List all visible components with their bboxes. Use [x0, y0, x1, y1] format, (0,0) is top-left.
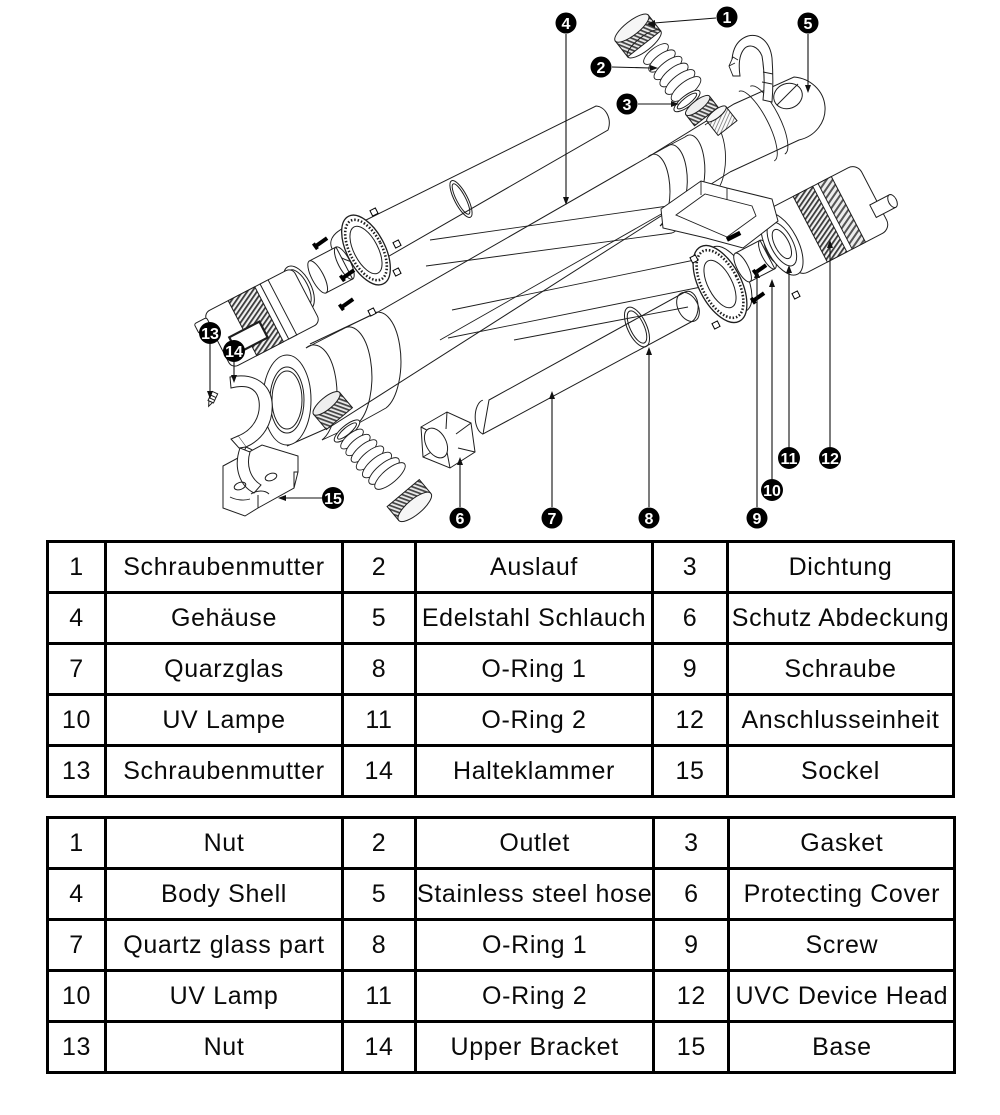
- svg-text:14: 14: [225, 344, 243, 361]
- svg-text:2: 2: [597, 60, 606, 77]
- svg-text:7: 7: [548, 511, 557, 528]
- svg-text:5: 5: [804, 16, 813, 33]
- svg-text:13: 13: [201, 326, 219, 343]
- svg-text:4: 4: [562, 16, 571, 33]
- svg-text:12: 12: [821, 451, 839, 468]
- svg-text:3: 3: [623, 97, 632, 114]
- svg-text:15: 15: [324, 491, 342, 508]
- svg-text:9: 9: [753, 511, 762, 528]
- svg-text:1: 1: [723, 10, 732, 27]
- svg-text:11: 11: [781, 451, 798, 468]
- svg-text:8: 8: [645, 511, 654, 528]
- svg-text:6: 6: [456, 511, 465, 528]
- svg-text:10: 10: [763, 483, 781, 500]
